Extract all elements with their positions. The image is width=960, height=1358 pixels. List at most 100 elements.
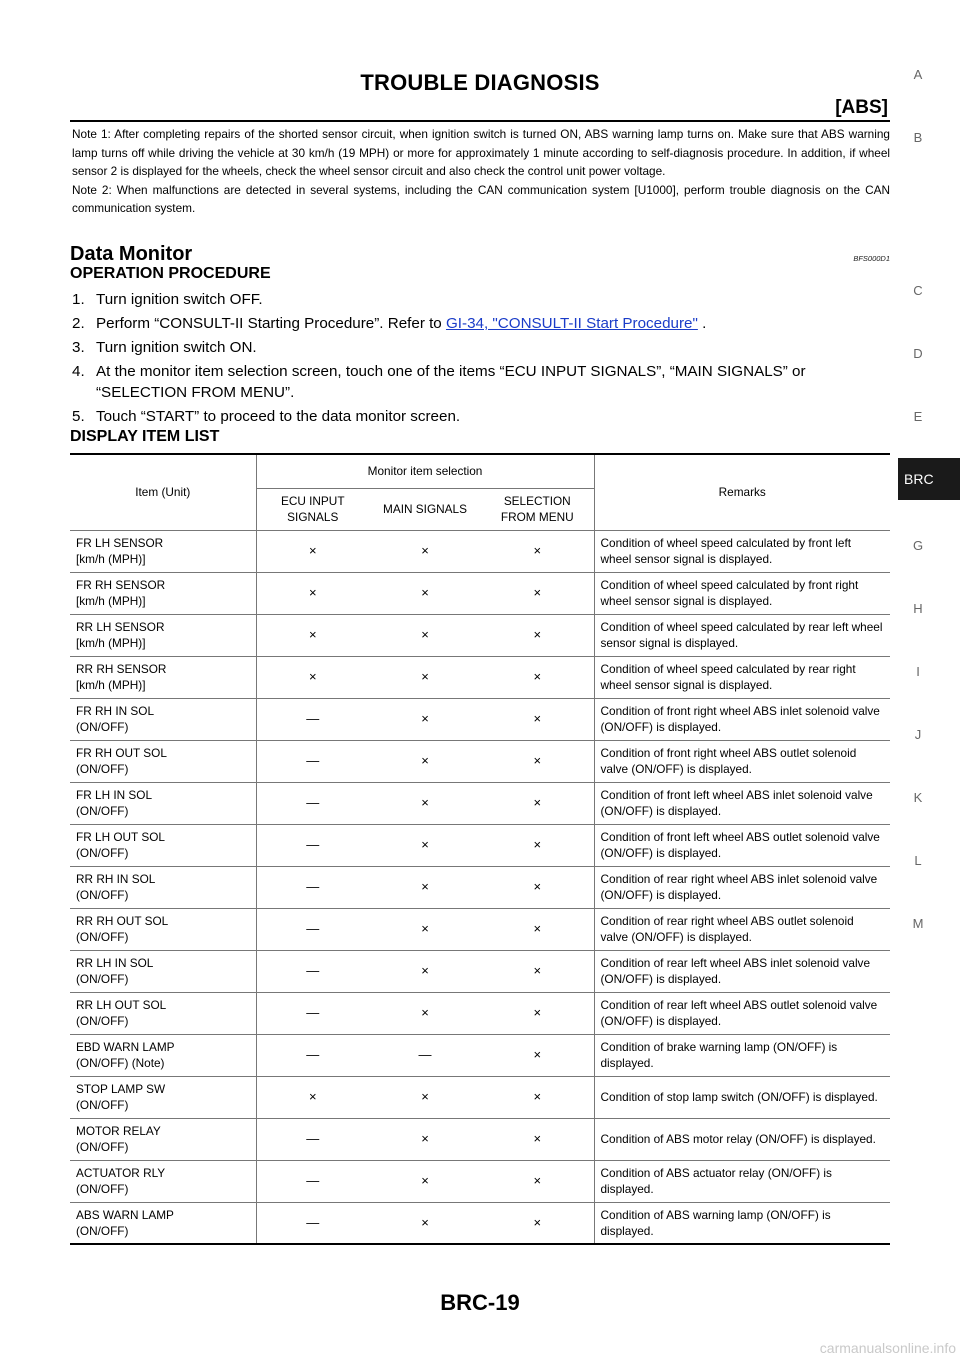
menu-mark: × [481, 740, 595, 783]
item-cell: ABS WARN LAMP (ON/OFF) [70, 1202, 257, 1245]
step: 5. Touch “START” to proceed to the data … [72, 406, 892, 427]
step-number: 1. [72, 291, 85, 308]
remarks-cell: Condition of rear left wheel ABS outlet … [594, 992, 890, 1035]
step-number: 3. [72, 339, 85, 356]
menu-mark: × [481, 824, 595, 867]
col-header-main: MAIN SIGNALS [369, 488, 481, 531]
item-cell: FR LH IN SOL (ON/OFF) [70, 782, 257, 825]
col-header-menu: SELECTION FROM MENU [481, 488, 595, 531]
col-header-item: Item (Unit) [70, 453, 257, 531]
ecu-mark: — [256, 1118, 369, 1161]
menu-mark: × [481, 1076, 595, 1119]
main-mark: × [369, 530, 481, 573]
ecu-mark: — [256, 1202, 369, 1245]
menu-mark: × [481, 1160, 595, 1203]
remarks-cell: Condition of rear right wheel ABS outlet… [594, 908, 890, 951]
ecu-mark: — [256, 782, 369, 825]
step-number: 5. [72, 408, 85, 425]
main-mark: × [369, 1076, 481, 1119]
main-mark: × [369, 740, 481, 783]
remarks-cell: Condition of rear left wheel ABS inlet s… [594, 950, 890, 993]
side-tab-letter[interactable]: K [913, 790, 923, 805]
remarks-cell: Condition of stop lamp switch (ON/OFF) i… [594, 1076, 890, 1119]
side-tab-letter[interactable]: E [913, 409, 923, 424]
table-row: EBD WARN LAMP (ON/OFF) (Note)——×Conditio… [70, 1034, 890, 1077]
remarks-cell: Condition of wheel speed calculated by r… [594, 614, 890, 657]
col-header-remarks: Remarks [594, 453, 890, 531]
ecu-mark: — [256, 992, 369, 1035]
side-tab-letter[interactable]: A [913, 67, 923, 82]
item-cell: RR RH OUT SOL (ON/OFF) [70, 908, 257, 951]
menu-mark: × [481, 572, 595, 615]
main-mark: × [369, 1118, 481, 1161]
ecu-mark: — [256, 950, 369, 993]
item-cell: EBD WARN LAMP (ON/OFF) (Note) [70, 1034, 257, 1077]
ecu-mark: × [256, 572, 369, 615]
remarks-cell: Condition of front left wheel ABS inlet … [594, 782, 890, 825]
side-tab-letter[interactable]: B [913, 130, 923, 145]
menu-mark: × [481, 1034, 595, 1077]
main-mark: × [369, 908, 481, 951]
main-mark: — [369, 1034, 481, 1077]
item-cell: RR LH OUT SOL (ON/OFF) [70, 992, 257, 1035]
watermark: carmanualsonline.info [819, 1340, 956, 1356]
page-title: TROUBLE DIAGNOSIS [360, 70, 600, 95]
side-tab-letter[interactable]: D [913, 346, 923, 361]
item-cell: ACTUATOR RLY (ON/OFF) [70, 1160, 257, 1203]
side-tab-letter[interactable]: J [914, 727, 922, 742]
step-number: 2. [72, 315, 85, 332]
table-row: RR LH OUT SOL (ON/OFF)—××Condition of re… [70, 992, 890, 1035]
table-row: STOP LAMP SW (ON/OFF)×××Condition of sto… [70, 1076, 890, 1119]
operation-steps: 1. Turn ignition switch OFF. 2. Perform … [72, 289, 892, 430]
side-tab-letter[interactable]: I [916, 664, 920, 679]
menu-mark: × [481, 698, 595, 741]
side-tab-letter[interactable]: H [913, 601, 923, 616]
table-row: RR LH IN SOL (ON/OFF)—××Condition of rea… [70, 950, 890, 993]
side-tab-letter[interactable]: G [912, 538, 924, 553]
table-row: RR LH SENSOR [km/h (MPH)]×××Condition of… [70, 614, 890, 657]
table-row: FR LH IN SOL (ON/OFF)—××Condition of fro… [70, 782, 890, 825]
step-text: Turn ignition switch ON. [96, 339, 257, 356]
remarks-cell: Condition of ABS warning lamp (ON/OFF) i… [594, 1202, 890, 1245]
item-cell: STOP LAMP SW (ON/OFF) [70, 1076, 257, 1119]
notes: Note 1: After completing repairs of the … [72, 125, 890, 218]
table-row: RR RH IN SOL (ON/OFF)—××Condition of rea… [70, 866, 890, 909]
main-mark: × [369, 698, 481, 741]
ecu-mark: — [256, 824, 369, 867]
item-cell: MOTOR RELAY (ON/OFF) [70, 1118, 257, 1161]
main-mark: × [369, 866, 481, 909]
item-cell: RR RH SENSOR [km/h (MPH)] [70, 656, 257, 699]
main-mark: × [369, 950, 481, 993]
menu-mark: × [481, 656, 595, 699]
item-cell: FR RH SENSOR [km/h (MPH)] [70, 572, 257, 615]
ecu-mark: — [256, 740, 369, 783]
side-tab-letter[interactable]: M [912, 916, 924, 931]
step: 4. At the monitor item selection screen,… [72, 361, 892, 403]
section-title: Data Monitor [70, 243, 193, 265]
remarks-cell: Condition of front right wheel ABS inlet… [594, 698, 890, 741]
table-body: FR LH SENSOR [km/h (MPH)]×××Condition of… [70, 530, 890, 1245]
remarks-cell: Condition of front right wheel ABS outle… [594, 740, 890, 783]
step-text: Perform “CONSULT-II Starting Procedure”.… [96, 313, 892, 334]
ecu-mark: × [256, 1076, 369, 1119]
operation-heading: OPERATION PROCEDURE [70, 265, 271, 282]
side-tab-letter[interactable]: C [913, 283, 923, 298]
section-code: BFS000D1 [853, 254, 890, 263]
item-cell: FR LH SENSOR [km/h (MPH)] [70, 530, 257, 573]
section-label: [ABS] [835, 97, 888, 118]
main-mark: × [369, 1160, 481, 1203]
remarks-cell: Condition of wheel speed calculated by r… [594, 656, 890, 699]
side-tab-active[interactable]: BRC [898, 458, 960, 500]
main-mark: × [369, 614, 481, 657]
header-rule [70, 120, 890, 122]
menu-mark: × [481, 992, 595, 1035]
reference-link[interactable]: GI-34, "CONSULT-II Start Procedure" [445, 315, 698, 332]
menu-mark: × [481, 866, 595, 909]
step-text-post: . [697, 315, 707, 332]
table-row: MOTOR RELAY (ON/OFF)—××Condition of ABS … [70, 1118, 890, 1161]
item-cell: FR RH IN SOL (ON/OFF) [70, 698, 257, 741]
side-tab-letter[interactable]: L [914, 853, 922, 868]
ecu-mark: × [256, 530, 369, 573]
remarks-cell: Condition of front left wheel ABS outlet… [594, 824, 890, 867]
remarks-cell: Condition of ABS motor relay (ON/OFF) is… [594, 1118, 890, 1161]
